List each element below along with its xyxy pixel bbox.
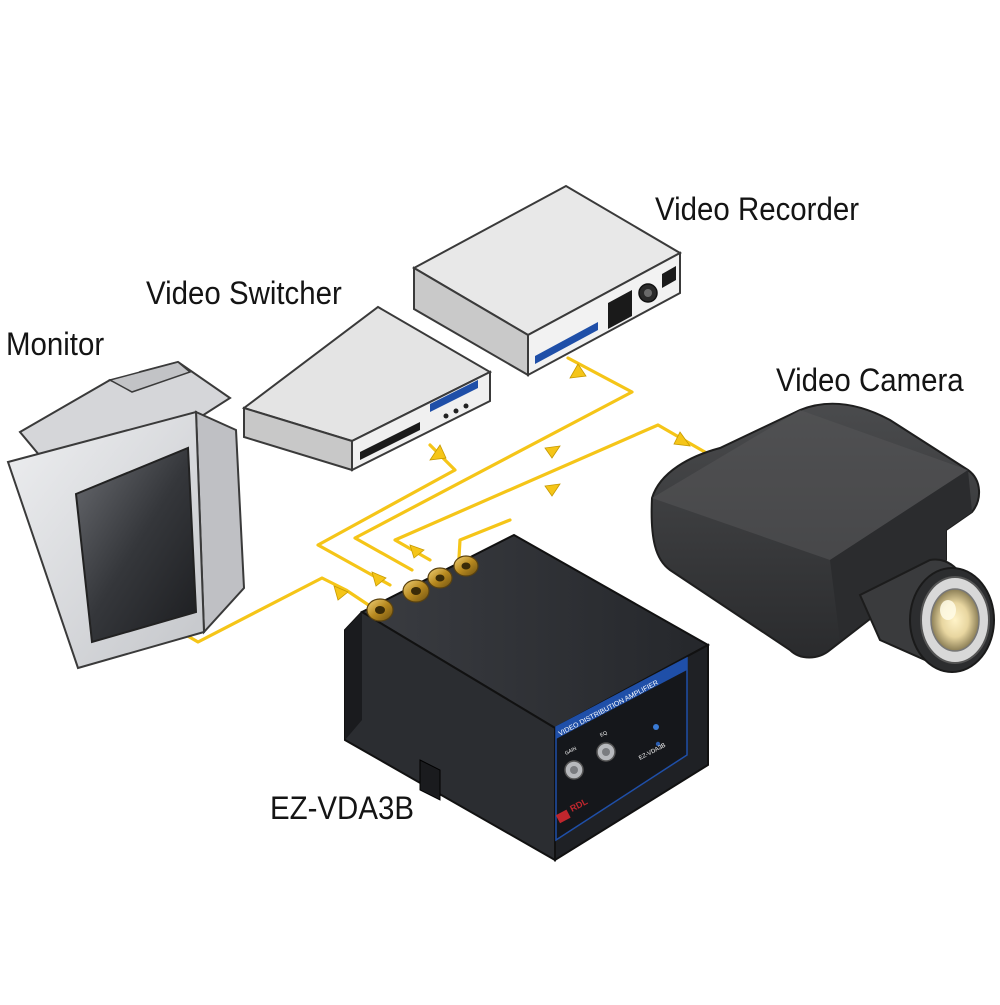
video-camera [650,402,995,673]
bnc-connector-icon [402,579,430,603]
cable-recorder [353,356,634,572]
video-switcher [241,305,493,472]
bnc-connector-icon [427,567,453,589]
monitor-label: Monitor [6,326,105,362]
eq-label: EQ [599,730,608,739]
monitor [6,360,246,670]
signal-arrow-icon [333,585,349,601]
signal-arrow-icon [371,571,387,587]
amplifier-ez-vda3b: VIDEO DISTRIBUTION AMPLIFIER GAIN EQ EZ-… [344,533,711,862]
signal-arrow-icon [544,483,561,497]
video-recorder [411,184,683,377]
video-recorder-label: Video Recorder [655,191,860,227]
video-switcher-label: Video Switcher [146,275,342,311]
bnc-connector-icon [366,598,394,622]
signal-arrow-icon [409,544,425,559]
status-led-icon [653,724,659,730]
gain-label: GAIN [564,746,578,757]
signal-arrow-icon [673,431,691,447]
video-camera-label: Video Camera [776,362,964,398]
amplifier-label: EZ-VDA3B [270,790,414,826]
signal-arrow-icon [429,444,447,461]
bnc-connector-icon [453,555,479,577]
signal-arrow-icon [569,363,587,379]
signal-arrow-icon [544,445,561,459]
